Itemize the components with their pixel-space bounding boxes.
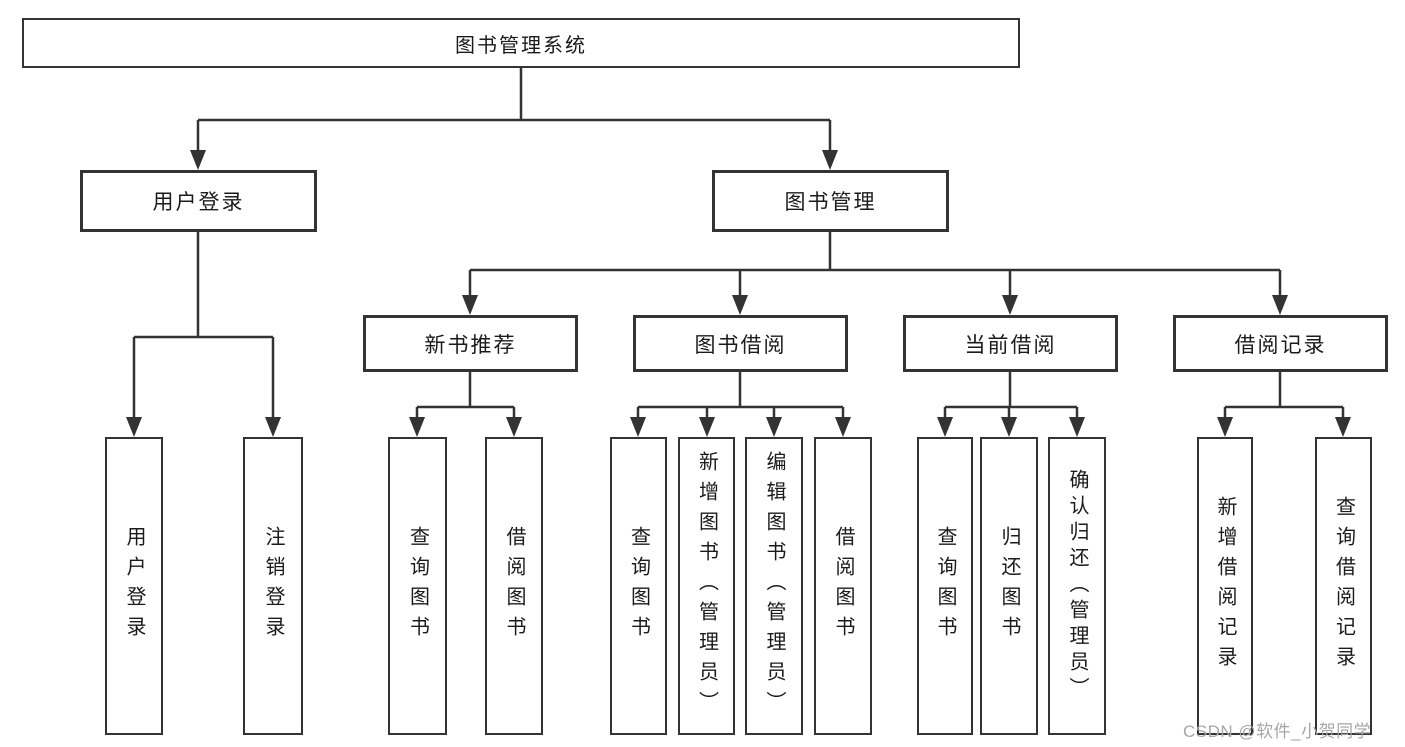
connector-current-borrow: [943, 372, 1079, 422]
node-new-book-recommend: 新书推荐: [363, 315, 578, 372]
node-user-login-label: 用户登录: [152, 191, 245, 214]
node-book-management: 图书管理: [712, 170, 949, 232]
node-current-borrow-label: 当前借阅: [964, 333, 1057, 357]
leaf-add-book-admin: 新增图书（管理员）: [678, 437, 735, 735]
node-borrow-records: 借阅记录: [1173, 315, 1388, 372]
node-root: 图书管理系统: [22, 18, 1020, 68]
leaf-user-login: 用户登录: [105, 437, 163, 735]
connector-new-book-recommend: [415, 372, 516, 422]
leaf-borrow-books: 借阅图书: [814, 437, 872, 735]
watermark: CSDN @软件_小贺同学: [1183, 722, 1372, 741]
node-current-borrow: 当前借阅: [903, 315, 1118, 372]
node-new-book-recommend-label: 新书推荐: [424, 333, 517, 357]
leaf-query-books-recommend: 查询图书: [388, 437, 447, 735]
leaf-query-books-borrow: 查询图书: [610, 437, 667, 735]
connector-borrow-records: [1223, 372, 1345, 422]
node-book-management-label: 图书管理: [784, 191, 877, 214]
leaf-query-books-current: 查询图书: [917, 437, 973, 735]
arrowheads: [126, 150, 1351, 437]
node-book-borrow-label: 图书借阅: [694, 333, 787, 357]
leaf-borrow-books-recommend: 借阅图书: [485, 437, 543, 735]
leaf-logout: 注销登录: [243, 437, 303, 735]
leaf-query-borrow-record: 查询借阅记录: [1315, 437, 1372, 735]
connector-user-login: [132, 232, 275, 421]
leaf-return-book: 归还图书: [980, 437, 1038, 735]
node-user-login: 用户登录: [80, 170, 317, 232]
connector-book-borrow: [636, 372, 845, 422]
connector-book-management: [468, 232, 1282, 299]
node-root-label: 图书管理系统: [455, 34, 587, 57]
node-book-borrow: 图书借阅: [633, 315, 848, 372]
leaf-edit-book-admin: 编辑图书（管理员）: [745, 437, 803, 735]
connector-root: [196, 68, 832, 154]
leaf-add-borrow-record: 新增借阅记录: [1197, 437, 1253, 735]
node-borrow-records-label: 借阅记录: [1234, 333, 1327, 357]
leaf-confirm-return-admin: 确认归还（管理员）: [1048, 437, 1106, 735]
